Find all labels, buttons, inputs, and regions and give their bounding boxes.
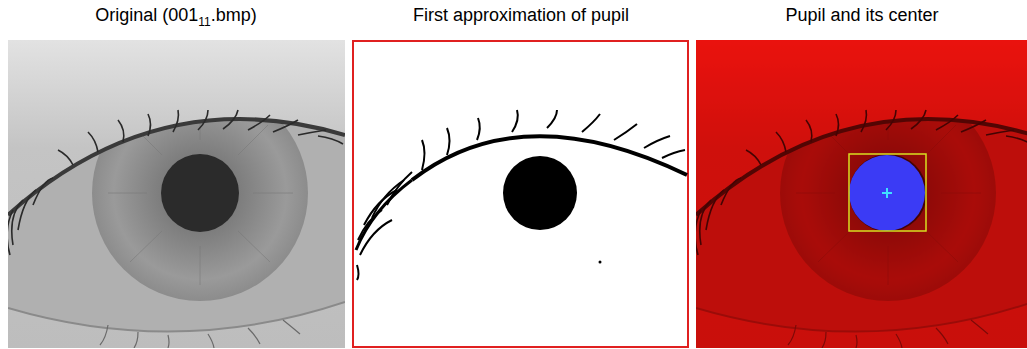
title-text: First approximation of pupil <box>413 5 629 25</box>
title-text: .bmp) <box>211 5 257 25</box>
title-text: Pupil and its center <box>785 5 938 25</box>
panel-title: First approximation of pupil <box>413 4 629 26</box>
panel-title: Pupil and its center <box>785 4 938 26</box>
panel-title: Original (00111.bmp) <box>95 4 257 33</box>
subscript-text: 11 <box>198 15 210 29</box>
title-text: Original (001 <box>95 5 198 25</box>
